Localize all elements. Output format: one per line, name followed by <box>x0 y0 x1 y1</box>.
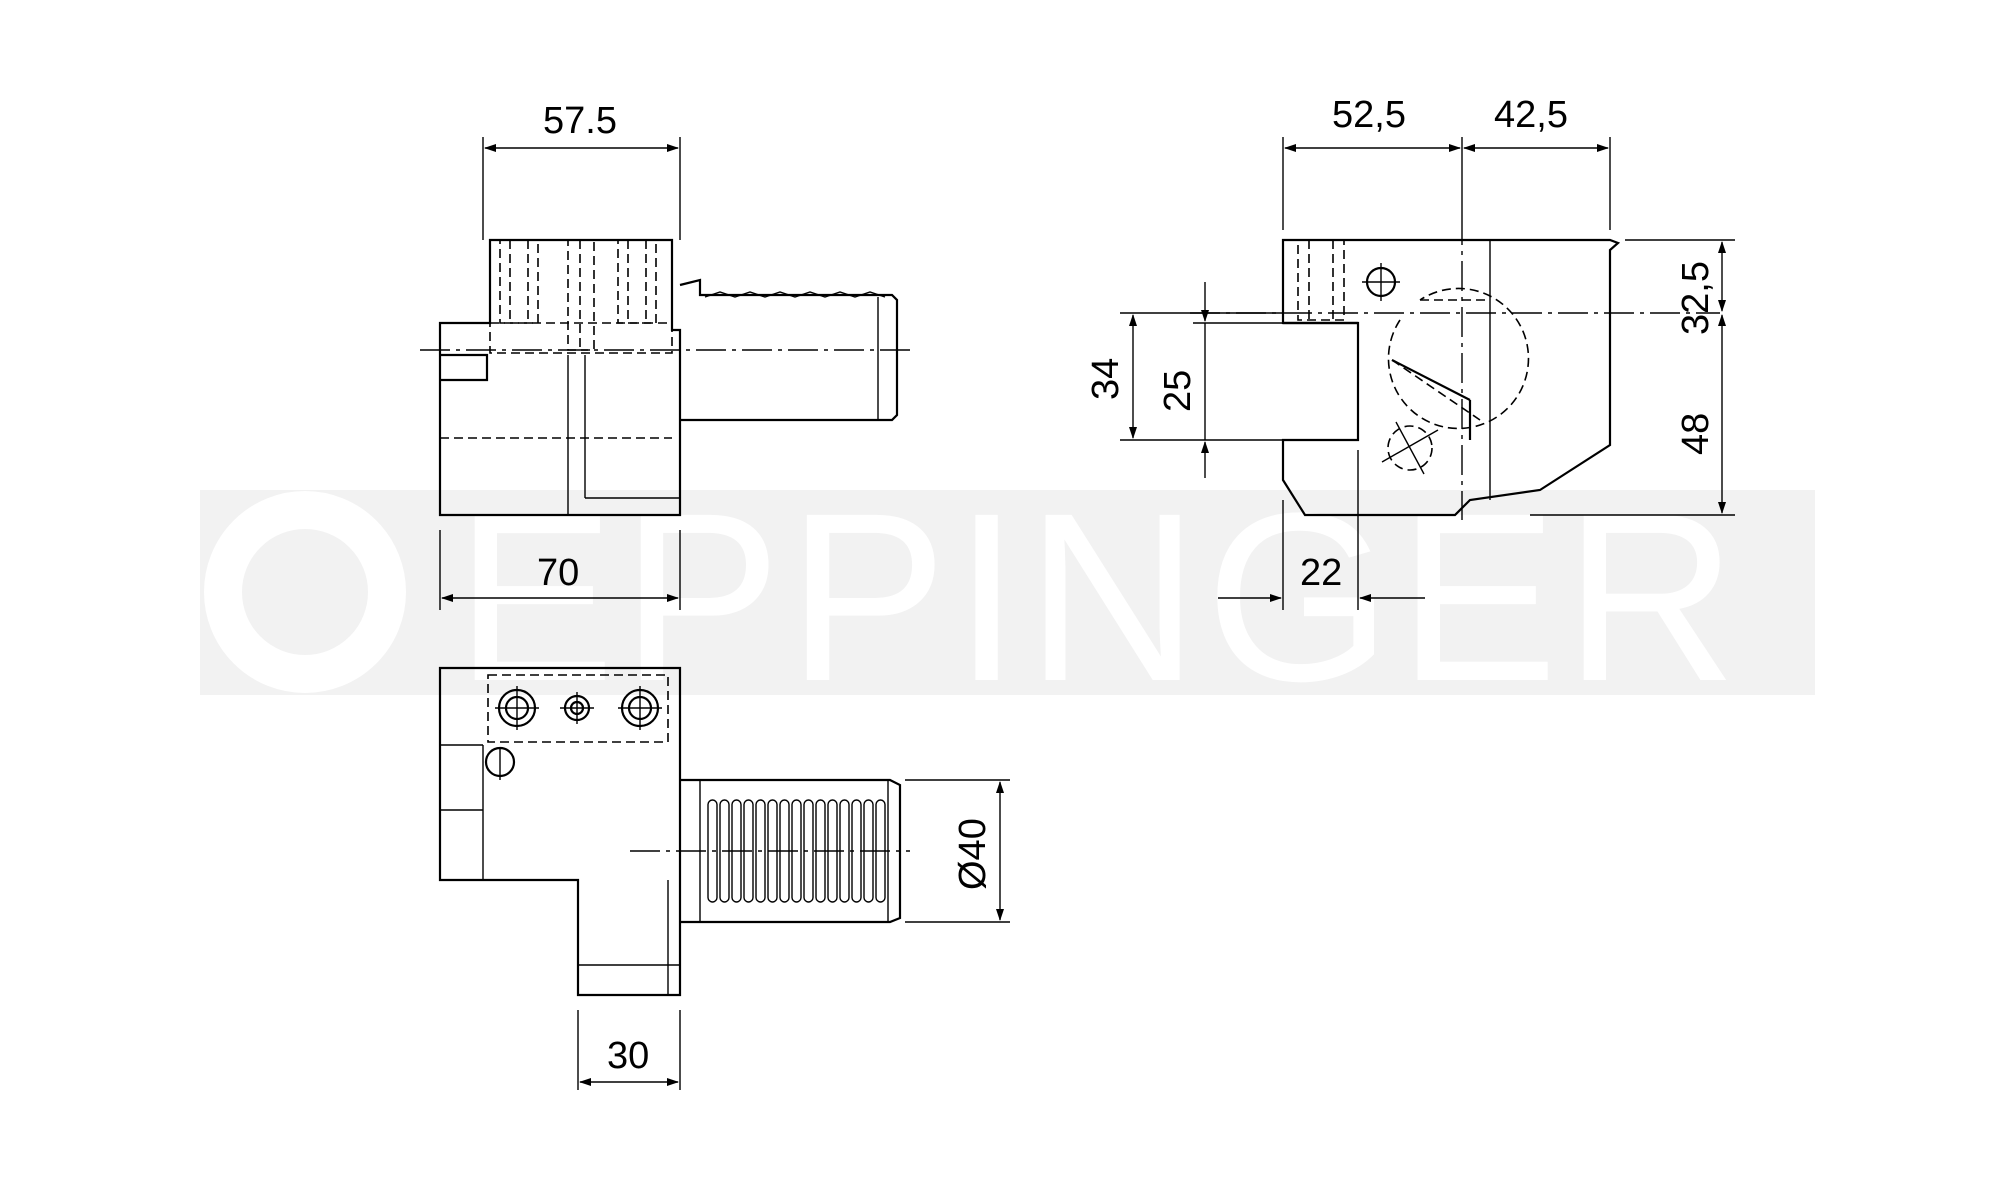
side-view <box>1190 215 1720 520</box>
dim-slot-width: 22 <box>1218 450 1425 610</box>
dim-offsets: 52,5 42,5 <box>1282 94 1611 230</box>
dim-heights-left: 34 25 <box>1085 282 1283 478</box>
dim-label-25: 25 <box>1157 370 1199 412</box>
dim-label-48: 48 <box>1675 413 1717 455</box>
thread-groove <box>755 799 766 903</box>
dim-label-34: 34 <box>1085 358 1127 400</box>
watermark-logo-icon <box>204 491 406 693</box>
dim-label-22: 22 <box>1300 552 1342 594</box>
screw-icon <box>560 692 594 724</box>
dim-top-width: 57.5 <box>482 100 681 240</box>
dim-base-length: 70 <box>439 530 681 610</box>
dim-label-70: 70 <box>537 552 579 594</box>
dim-label-30: 30 <box>607 1035 649 1077</box>
screw-icon <box>618 686 662 730</box>
watermark: EPPINGER <box>200 463 1815 731</box>
dim-label-42-5: 42,5 <box>1494 94 1568 136</box>
dim-stem-width: 30 <box>577 1010 681 1090</box>
dim-shank-diameter: Ø40 <box>905 779 1010 923</box>
dim-label-32-5: 32,5 <box>1675 261 1717 335</box>
front-view <box>420 238 910 517</box>
thread-groove <box>707 799 718 903</box>
target-icon <box>1362 263 1400 301</box>
dim-heights-right: 32,5 48 <box>1530 239 1735 516</box>
top-view <box>438 666 910 997</box>
dim-label-57-5: 57.5 <box>543 100 617 142</box>
coolant-port-icon <box>1381 421 1439 475</box>
dim-label-52-5: 52,5 <box>1332 94 1406 136</box>
screw-icon <box>495 686 539 730</box>
dim-label-diameter: Ø40 <box>952 818 994 890</box>
